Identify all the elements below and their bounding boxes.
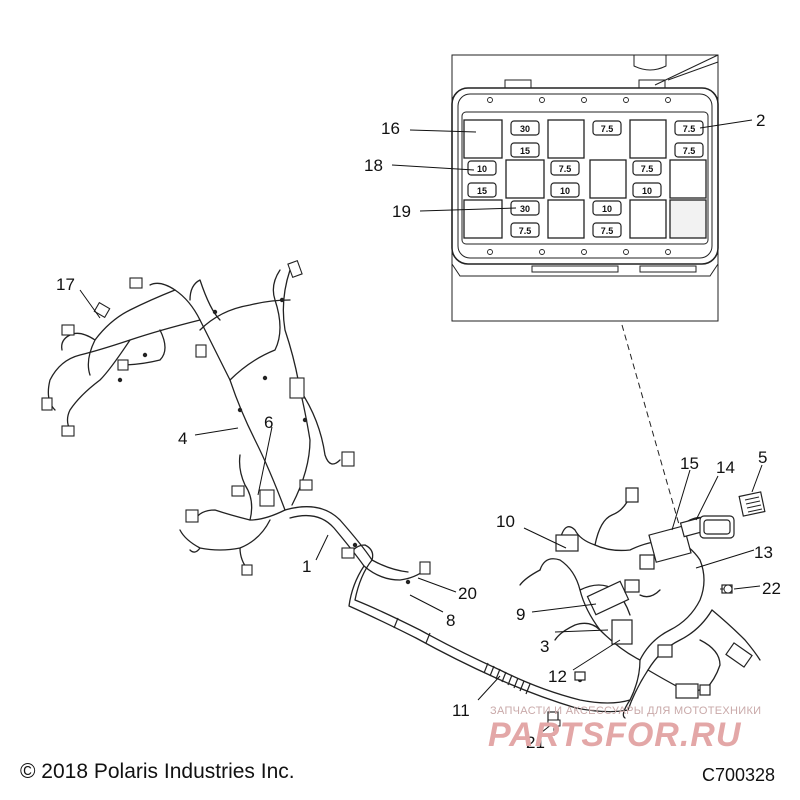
callout-15: 15 (680, 454, 699, 473)
fuse-label: 15 (477, 186, 487, 196)
callout-16: 16 (381, 119, 400, 138)
callout-13: 13 (754, 543, 773, 562)
callout-12: 12 (548, 667, 567, 686)
callout-1: 1 (302, 557, 311, 576)
callout-20: 20 (458, 584, 477, 603)
fuse-label: 15 (520, 146, 530, 156)
main-harness (41, 260, 631, 721)
rear-harness (519, 487, 766, 736)
fuse-label: 10 (477, 164, 487, 174)
fuse-label: 7.5 (683, 124, 696, 134)
fuse-label: 7.5 (683, 146, 696, 156)
callout-6: 6 (264, 413, 273, 432)
fuse-label: 30 (520, 204, 530, 214)
callout-4: 4 (178, 429, 187, 448)
spare-fuse-part (738, 491, 766, 517)
projection-line (621, 324, 683, 536)
fuse-label: 10 (642, 186, 652, 196)
callout-14: 14 (716, 458, 735, 477)
watermark-tagline: ЗАПЧАСТИ И АКСЕССУАРЫ ДЛЯ МОТОТЕХНИКИ (490, 705, 762, 717)
callout-8: 8 (446, 611, 455, 630)
fuse-box-inset: 30 15 7.5 7.5 7.5 10 15 7.5 10 7.5 10 30… (451, 54, 719, 322)
fuse-label: 7.5 (559, 164, 572, 174)
copyright-notice: © 2018 Polaris Industries Inc. (20, 760, 295, 783)
callout-2: 2 (756, 111, 765, 130)
screw-part (720, 584, 733, 594)
fuse-label: 7.5 (601, 124, 614, 134)
fuse-label: 7.5 (601, 226, 614, 236)
callout-5: 5 (758, 448, 767, 467)
callout-22: 22 (762, 579, 781, 598)
callout-10: 10 (496, 512, 515, 531)
fuse-label: 10 (602, 204, 612, 214)
drawing-number: C700328 (702, 765, 776, 785)
callout-21: 21 (526, 733, 545, 752)
callout-9: 9 (516, 605, 525, 624)
callout-17: 17 (56, 275, 75, 294)
bolt-part (547, 719, 561, 736)
watermark-logo: PARTSFOR.RU (488, 716, 742, 754)
callout-19: 19 (392, 202, 411, 221)
fuse-label: 7.5 (641, 164, 654, 174)
fuse-label: 7.5 (519, 226, 532, 236)
callout-18: 18 (364, 156, 383, 175)
fuse-label: 30 (520, 124, 530, 134)
callout-11: 11 (452, 701, 470, 720)
callout-numbers: 1 2 3 4 5 6 8 9 10 11 12 13 14 15 16 17 … (56, 111, 781, 752)
fuse-label: 10 (560, 186, 570, 196)
leader-lines (79, 119, 763, 733)
callout-3: 3 (540, 637, 549, 656)
